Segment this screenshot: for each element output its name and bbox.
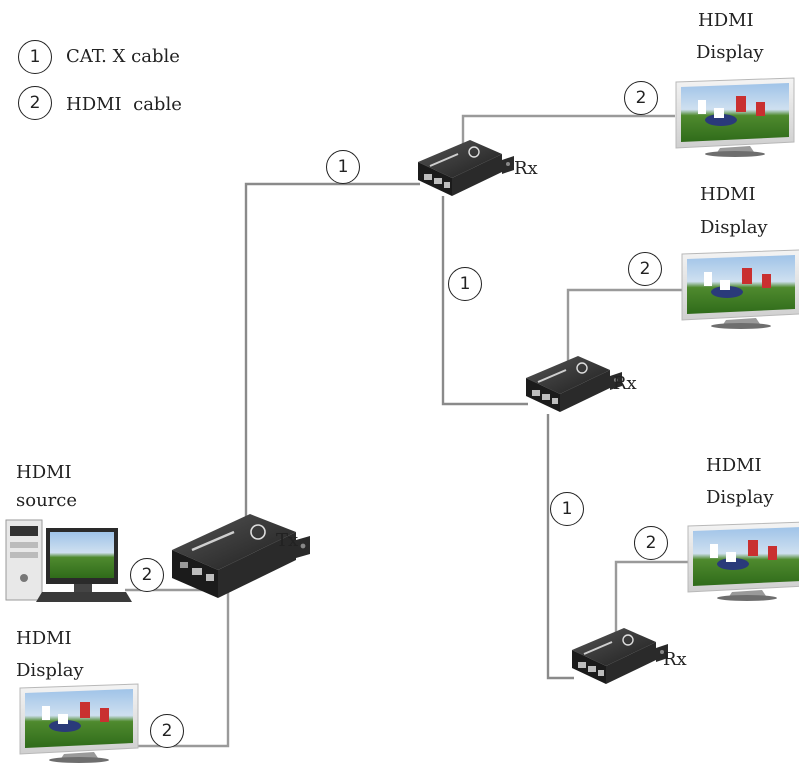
hdmi-cable-rx3-to-display3 xyxy=(614,560,688,640)
cable-badge-hdmi: 2 xyxy=(624,81,658,115)
display-label-line2: Display xyxy=(16,660,84,681)
hdmi-display-icon xyxy=(19,683,139,764)
hdmi-cable-rx2-to-display2 xyxy=(566,288,682,364)
cables xyxy=(125,114,688,748)
tx-transmitter-icon xyxy=(172,514,310,598)
rx-receiver-icon xyxy=(417,139,515,197)
rx-label: Rx xyxy=(514,158,538,179)
cable-badge-hdmi: 2 xyxy=(130,558,164,592)
hdmi-cable-rx1-to-display1 xyxy=(461,114,675,150)
cable-badge-hdmi: 2 xyxy=(628,252,662,286)
display-label-line1: HDMI xyxy=(16,628,72,649)
source-label-line1: HDMI xyxy=(16,462,72,483)
hdmi-source-pc-icon xyxy=(5,519,132,602)
hdmi-display-icon xyxy=(687,521,799,602)
rx-label: Rx xyxy=(663,649,687,670)
display-label-line1: HDMI xyxy=(706,455,762,476)
display-label-line2: Display xyxy=(700,217,768,238)
cable-badge-cat: 1 xyxy=(326,150,360,184)
display-label-line2: Display xyxy=(706,487,774,508)
source-label-line2: source xyxy=(16,490,78,511)
cat-cable-tx-to-rx1 xyxy=(244,182,420,520)
legend-label-hdmi: HDMI cable xyxy=(66,94,182,115)
rx-label: Rx xyxy=(613,373,637,394)
legend-badge-cat: 1 xyxy=(18,40,52,74)
hdmi-display-icon xyxy=(675,77,795,158)
rx-receiver-icon xyxy=(571,627,669,685)
cable-badge-hdmi: 2 xyxy=(634,526,668,560)
cable-badge-hdmi: 2 xyxy=(150,714,184,748)
display-label-line1: HDMI xyxy=(698,10,754,31)
cable-badge-cat: 1 xyxy=(448,267,482,301)
cable-badge-cat: 1 xyxy=(550,492,584,526)
display-label-line2: Display xyxy=(696,42,764,63)
legend-badge-hdmi: 2 xyxy=(18,86,52,120)
rx-receiver-icon xyxy=(525,355,623,413)
hdmi-display-icon xyxy=(681,249,799,330)
tx-label: Tx xyxy=(276,530,299,551)
display-label-line1: HDMI xyxy=(700,184,756,205)
cat-cable-rx1-to-rx2 xyxy=(441,196,528,406)
cat-cable-rx2-to-rx3 xyxy=(546,414,574,680)
legend-label-cat: CAT. X cable xyxy=(66,46,180,67)
